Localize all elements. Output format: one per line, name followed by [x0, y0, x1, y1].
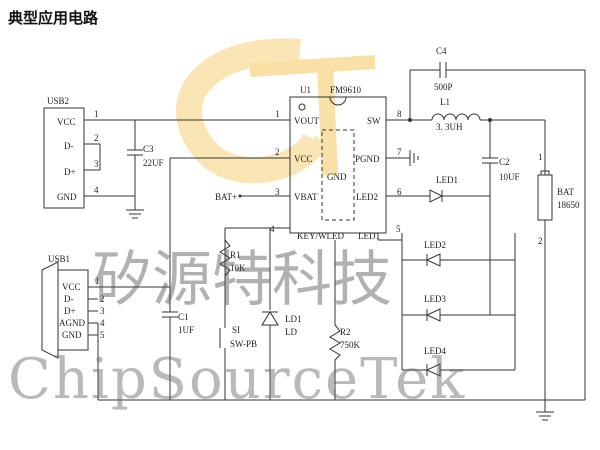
svg-text:LD1: LD1 — [285, 314, 302, 324]
svg-text:VBAT: VBAT — [294, 192, 318, 202]
led3-diode: LED3 — [402, 294, 515, 322]
resistor-r1: R1 10K — [219, 239, 246, 277]
svg-text:PGND: PGND — [355, 154, 380, 164]
svg-text:VCC: VCC — [57, 117, 76, 127]
svg-text:3: 3 — [94, 159, 99, 169]
logo-watermark — [175, 38, 376, 184]
svg-text:7: 7 — [397, 147, 402, 157]
svg-text:C3: C3 — [143, 144, 154, 154]
svg-text:D+: D+ — [64, 167, 76, 177]
svg-text:GND: GND — [57, 192, 77, 202]
svg-text:4: 4 — [100, 318, 105, 328]
svg-text:1: 1 — [275, 109, 280, 119]
svg-text:D-: D- — [64, 141, 74, 151]
svg-text:D-: D- — [64, 294, 74, 304]
svg-text:SW-PB: SW-PB — [230, 339, 257, 349]
usb2-connector: USB2 VCC D- D+ GND 1 2 3 4 — [43, 96, 290, 209]
svg-text:LD: LD — [285, 327, 297, 337]
svg-text:1: 1 — [538, 152, 543, 162]
pushbutton-s1: SI SW-PB — [219, 325, 257, 400]
svg-text:VCC: VCC — [62, 282, 81, 292]
svg-text:1: 1 — [94, 109, 99, 119]
svg-text:VCC: VCC — [294, 154, 313, 164]
chip-model: FM9610 — [330, 85, 362, 95]
svg-text:USB1: USB1 — [48, 254, 70, 264]
svg-text:4: 4 — [94, 185, 99, 195]
svg-text:D+: D+ — [64, 306, 76, 316]
page-title: 典型应用电路 — [8, 9, 99, 27]
svg-text:1UF: 1UF — [178, 325, 194, 335]
inductor-l1: L1 3. 3UH — [431, 97, 481, 132]
usb1-connector: USB1 VCC D- D+ AGND GND 1 2 3 4 5 — [41, 254, 170, 400]
led2-diode: LED2 — [402, 240, 515, 267]
watermark-en: ChipSourceTek — [8, 347, 466, 412]
capacitor-c3: C3 22UF — [126, 120, 164, 219]
svg-text:SI: SI — [232, 325, 240, 335]
capacitor-c2: C2 10UF — [482, 120, 520, 315]
svg-text:R2: R2 — [340, 327, 351, 337]
svg-text:22UF: 22UF — [143, 158, 164, 168]
svg-text:LED4: LED4 — [424, 346, 446, 356]
svg-text:BAT+: BAT+ — [215, 192, 237, 202]
svg-text:2: 2 — [538, 236, 543, 246]
svg-text:LED1: LED1 — [436, 175, 458, 185]
svg-text:4: 4 — [270, 224, 275, 234]
svg-text:AGND: AGND — [59, 318, 85, 328]
svg-text:C2: C2 — [499, 157, 510, 167]
battery-18650: 1 2 BAT 18650 — [537, 120, 580, 400]
svg-text:3: 3 — [275, 187, 280, 197]
resistor-r2: R2 750K — [329, 240, 361, 400]
svg-text:8: 8 — [397, 109, 402, 119]
led4-diode: LED4 — [402, 346, 515, 377]
svg-text:C4: C4 — [436, 46, 447, 56]
svg-text:750K: 750K — [340, 340, 361, 350]
capacitor-c4: C4 500P — [434, 46, 453, 92]
svg-text:10K: 10K — [230, 263, 246, 273]
capacitor-c1: C1 1UF — [162, 311, 194, 400]
usb2-ref: USB2 — [47, 96, 69, 106]
led1-diode: LED1 — [429, 175, 458, 203]
svg-text:BAT: BAT — [557, 187, 575, 197]
diode-ld1: LD1 LD — [261, 311, 302, 400]
svg-text:2: 2 — [94, 133, 99, 143]
bat-plus-label: BAT+ — [215, 192, 290, 202]
svg-text:2: 2 — [100, 294, 105, 304]
svg-text:LED2: LED2 — [424, 240, 446, 250]
chip-ref: U1 — [300, 85, 311, 95]
svg-text:18650: 18650 — [557, 200, 580, 210]
svg-text:VOUT: VOUT — [294, 116, 319, 126]
svg-text:C1: C1 — [178, 312, 189, 322]
svg-text:2: 2 — [275, 147, 280, 157]
watermark-cn: 矽源特科技 — [92, 245, 392, 315]
ic-fm9610: U1 FM9610 GND VOUT VCC VBAT SW PGND LED2… — [270, 85, 402, 241]
svg-text:L1: L1 — [440, 97, 450, 107]
svg-text:KEY/WLED: KEY/WLED — [297, 231, 344, 241]
svg-text:5: 5 — [100, 330, 105, 340]
svg-text:10UF: 10UF — [499, 172, 520, 182]
svg-text:LED1: LED1 — [358, 231, 380, 241]
svg-text:R1: R1 — [230, 250, 241, 260]
svg-text:GND: GND — [62, 330, 82, 340]
svg-text:LED2: LED2 — [356, 192, 378, 202]
svg-text:LED3: LED3 — [424, 294, 446, 304]
svg-text:6: 6 — [397, 187, 402, 197]
svg-text:3: 3 — [100, 306, 105, 316]
svg-text:5: 5 — [396, 224, 401, 234]
svg-text:GND: GND — [327, 172, 347, 182]
svg-text:SW: SW — [367, 116, 381, 126]
svg-text:500P: 500P — [434, 82, 453, 92]
svg-text:3. 3UH: 3. 3UH — [436, 122, 463, 132]
svg-text:1: 1 — [95, 276, 100, 286]
